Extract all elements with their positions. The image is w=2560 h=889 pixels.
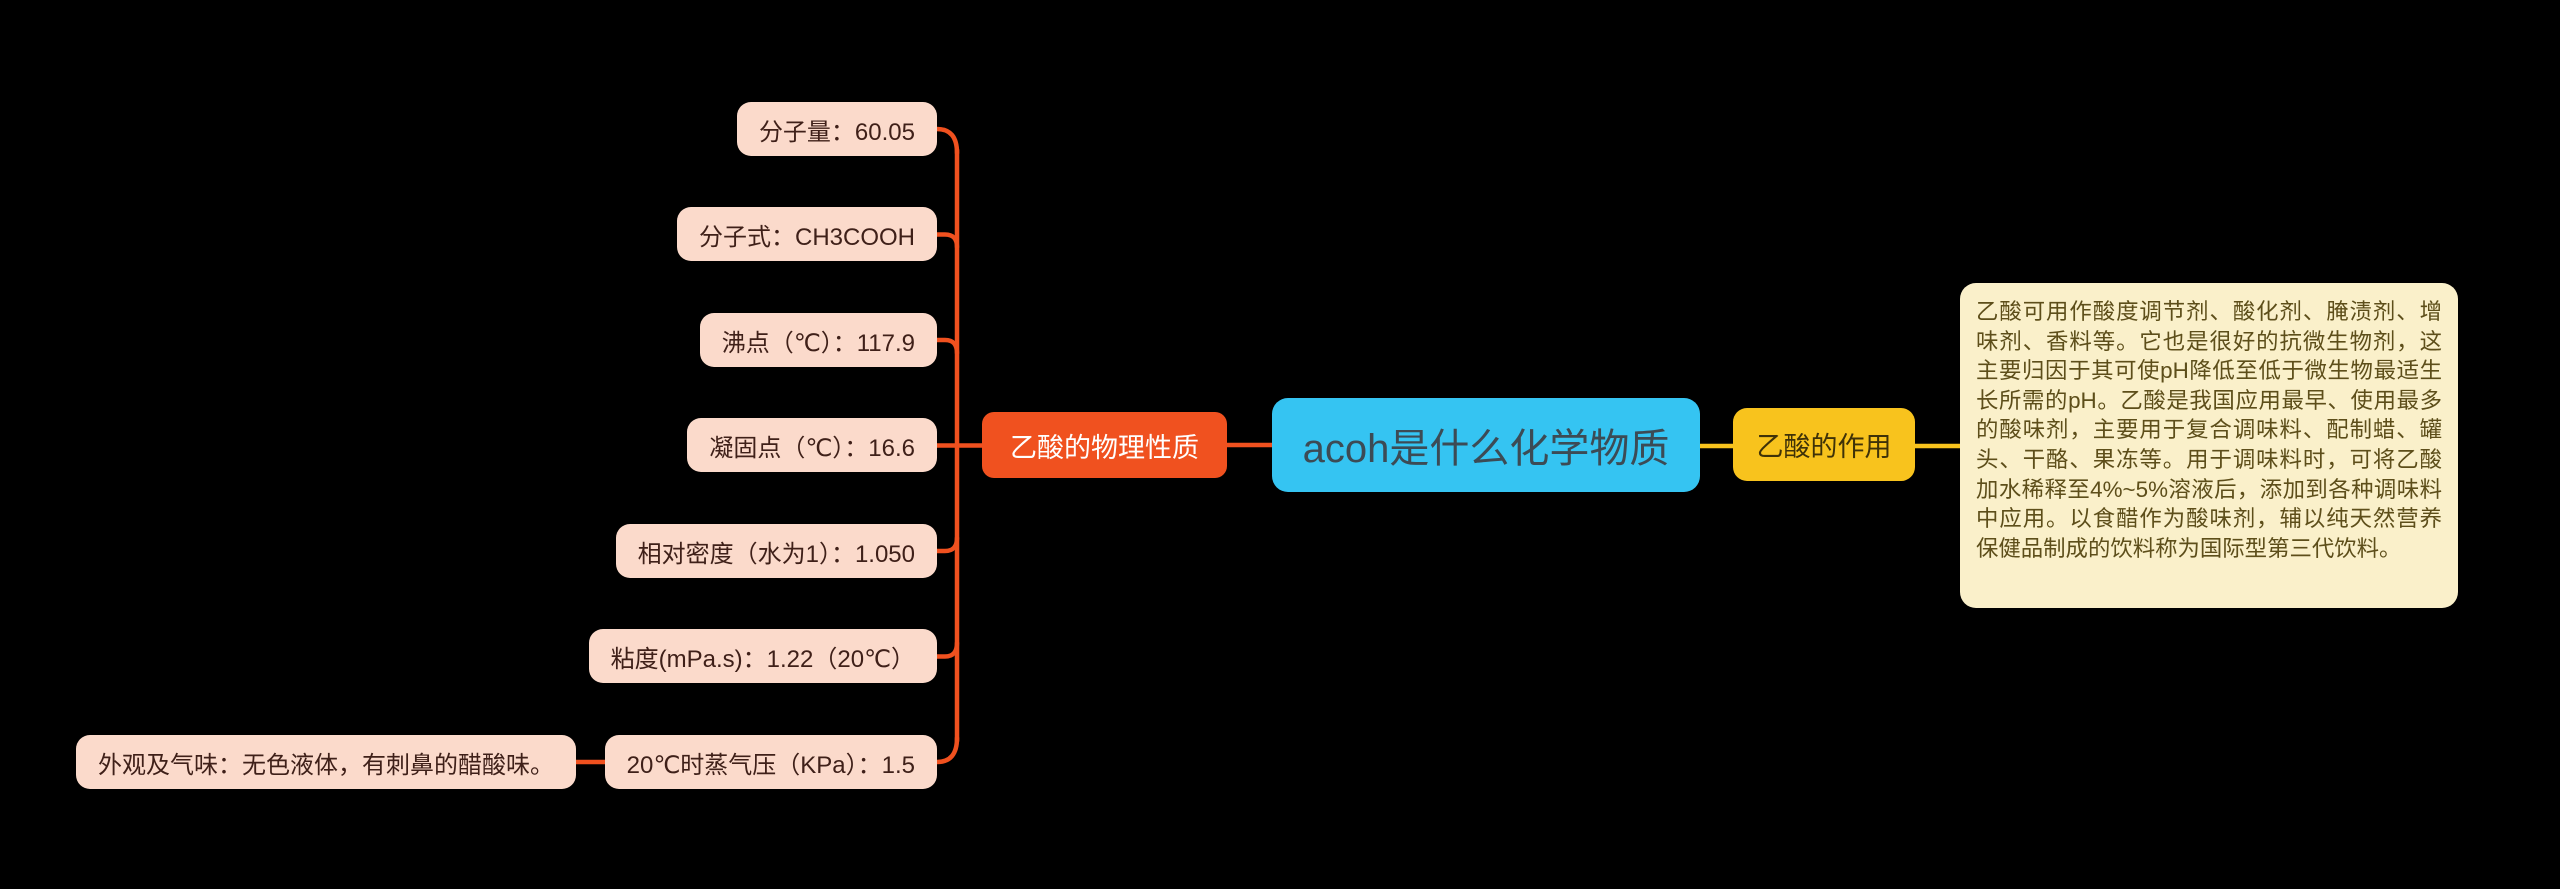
node-vapor-pressure[interactable]: 20℃时蒸气压（KPa）：1.5 bbox=[604, 735, 937, 789]
node-label: 凝固点（℃）：16.6 bbox=[709, 434, 915, 462]
node-molecular-formula[interactable]: 分子式：CH3COOH bbox=[676, 207, 937, 261]
node-label: 分子量：60.05 bbox=[758, 118, 915, 146]
node-label: 外观及气味：无色液体，有刺鼻的醋酸味。 bbox=[98, 751, 554, 779]
branch-label: 乙酸的物理性质 bbox=[1010, 432, 1199, 463]
node-viscosity[interactable]: 粘度(mPa.s)：1.22（20℃） bbox=[588, 629, 937, 683]
connector-child-5 bbox=[934, 535, 960, 554]
node-label: 相对密度（水为1）：1.050 bbox=[637, 540, 915, 568]
node-label: 沸点（℃）：117.9 bbox=[721, 329, 915, 357]
branch-node-usage[interactable]: 乙酸的作用 bbox=[1733, 408, 1915, 481]
root-label: acoh是什么化学物质 bbox=[1302, 427, 1670, 471]
connector-child-7 bbox=[934, 735, 960, 765]
connector-child-6 bbox=[934, 640, 960, 659]
connector-child-2 bbox=[934, 232, 960, 250]
node-label: 粘度(mPa.s)：1.22（20℃） bbox=[610, 645, 915, 673]
branch-label: 乙酸的作用 bbox=[1756, 432, 1892, 462]
node-usage-note[interactable]: 乙酸可用作酸度调节剂、酸化剂、腌渍剂、增味剂、香料等。它也是很好的抗微生物剂，这… bbox=[1960, 283, 2458, 608]
connector-child-1 bbox=[934, 126, 960, 156]
connector-child-3 bbox=[934, 337, 960, 356]
note-text: 乙酸可用作酸度调节剂、酸化剂、腌渍剂、增味剂、香料等。它也是很好的抗微生物剂，这… bbox=[1976, 299, 2442, 561]
node-appearance-odor[interactable]: 外观及气味：无色液体，有刺鼻的醋酸味。 bbox=[76, 735, 576, 789]
root-node[interactable]: acoh是什么化学物质 bbox=[1272, 398, 1700, 492]
node-molecular-weight[interactable]: 分子量：60.05 bbox=[736, 102, 937, 156]
node-boiling-point[interactable]: 沸点（℃）：117.9 bbox=[699, 313, 937, 367]
node-freezing-point[interactable]: 凝固点（℃）：16.6 bbox=[687, 418, 937, 472]
branch-node-physical-properties[interactable]: 乙酸的物理性质 bbox=[982, 412, 1227, 478]
node-relative-density[interactable]: 相对密度（水为1）：1.050 bbox=[615, 524, 937, 578]
node-label: 分子式：CH3COOH bbox=[698, 223, 915, 251]
node-label: 20℃时蒸气压（KPa）：1.5 bbox=[626, 751, 915, 779]
